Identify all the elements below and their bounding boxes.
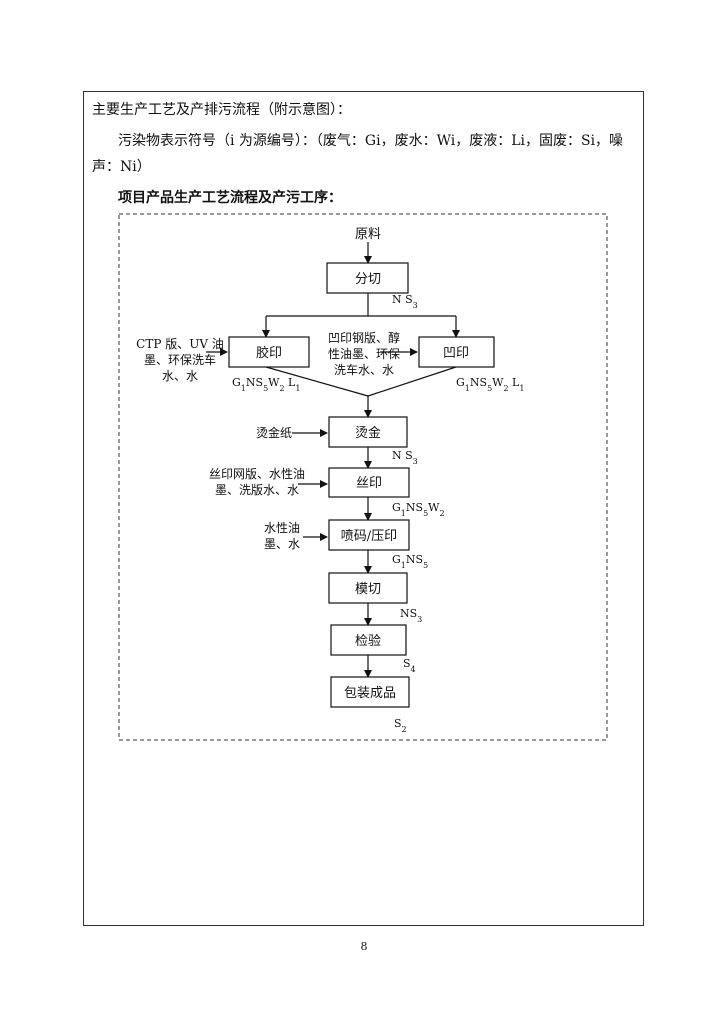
step-coding-box	[328, 519, 410, 551]
flowchart-dashed-border	[118, 213, 608, 741]
step-screen-label: 丝印	[356, 476, 382, 491]
input-gravure-line-2: 性油墨、环保	[328, 347, 400, 361]
step-pack-box	[330, 676, 410, 708]
input-screen: 丝印网版、水性油 墨、洗版水、水	[209, 467, 305, 497]
input-gravure-line-1: 凹印钢版、醇	[328, 330, 400, 345]
emission-inspect: S4	[403, 657, 416, 674]
step-cut-label: 分切	[355, 272, 381, 287]
step-flexo-label: 胶印	[256, 345, 282, 361]
input-flexo-line-2: 墨、环保洗车	[144, 352, 216, 367]
emission-pack: S2	[394, 717, 407, 734]
step-flexo-box	[228, 336, 310, 368]
pollutant-legend-line-1: 污染物表示符号（i 为源编号）：（废气：Gi，废水：Wi，废液：Li，固废：Si…	[118, 133, 624, 149]
step-gravure-box	[418, 336, 495, 368]
step-gravure-label: 凹印	[443, 346, 469, 361]
input-coding-line-2: 墨、水	[264, 537, 300, 551]
emission-screen: G1NS5W2	[392, 501, 445, 518]
input-foil-label: 烫金纸	[256, 425, 292, 440]
emission-cut: N S3	[392, 293, 418, 310]
page-frame	[83, 91, 644, 926]
emission-foil: N S3	[392, 449, 418, 466]
emission-diecut: NS3	[400, 607, 422, 624]
step-coding-label: 喷码/压印	[341, 529, 397, 544]
step-pack-label: 包装成品	[344, 686, 396, 701]
step-inspect-label: 检验	[355, 633, 381, 649]
step-cut-box	[326, 262, 409, 294]
input-screen-line-1: 丝印网版、水性油	[209, 467, 305, 481]
process-heading: 主要生产工艺及产排污流程（附示意图）：	[92, 102, 351, 118]
input-flexo-line-3: 水、水	[162, 369, 198, 383]
input-coding: 水性油 墨、水	[264, 521, 300, 551]
section-title: 项目产品生产工艺流程及产污工序：	[118, 190, 342, 206]
emission-flexo: G1NS5W2 L1	[232, 376, 300, 393]
raw-material-label: 原料	[355, 227, 381, 242]
line-gravure-merge	[367, 366, 457, 397]
input-flexo-line-1: CTP 版、UV 油	[136, 337, 224, 351]
input-screen-line-2: 墨、洗版水、水	[215, 483, 299, 497]
step-foil-label: 烫金	[355, 425, 381, 441]
emission-coding: G1NS5	[392, 553, 428, 570]
step-screen-box	[328, 467, 410, 498]
page-number: 8	[360, 940, 368, 953]
step-foil-box	[328, 416, 408, 448]
input-gravure-line-3: 洗车水、水	[334, 362, 394, 377]
line-flexo-merge	[265, 366, 369, 397]
step-diecut-label: 模切	[355, 582, 381, 597]
step-diecut-box	[328, 572, 408, 604]
input-gravure: 凹印钢版、醇 性油墨、环保 洗车水、水	[328, 330, 400, 377]
flow-connectors	[206, 242, 460, 678]
input-flexo: CTP 版、UV 油 墨、环保洗车 水、水	[136, 337, 224, 383]
pollutant-legend-line-2: 声：Ni）	[92, 159, 151, 175]
input-coding-line-1: 水性油	[264, 521, 300, 535]
step-inspect-box	[330, 624, 407, 656]
step-boxes	[228, 262, 495, 708]
emission-gravure: G1NS5W2 L1	[456, 376, 524, 393]
